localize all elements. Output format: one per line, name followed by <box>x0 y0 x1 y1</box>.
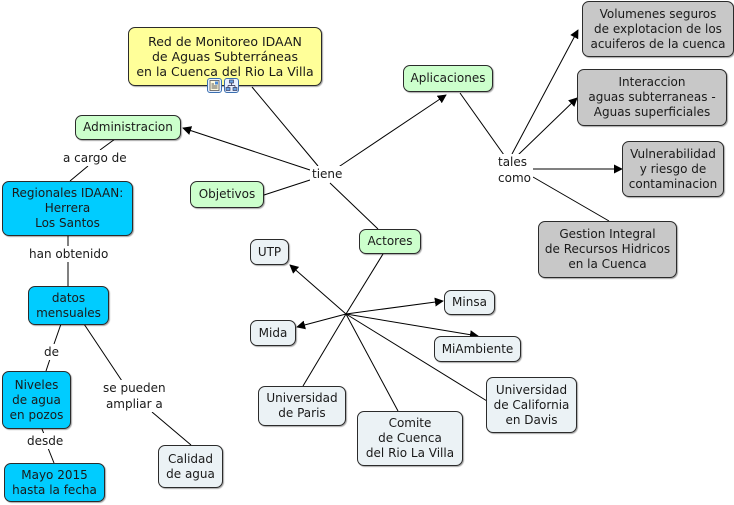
node-datos-label: datos mensuales <box>36 290 101 320</box>
edge-tiene-objetivos <box>263 179 311 196</box>
node-vulnerabilidad-label: Vulnerabilidad y riesgo de contaminacion <box>628 146 718 191</box>
node-comite-cuenca[interactable]: Comite de Cuenca del Rio La Villa <box>357 411 463 466</box>
edge-datos-sepueden <box>83 323 123 382</box>
linking-phrase-se-pueden-ampliar-a[interactable]: se pueden ampliar a <box>101 380 168 412</box>
linking-phrase-tiene[interactable]: tiene <box>310 166 345 182</box>
root-concept[interactable]: Red de Monitoreo IDAAN de Aguas Subterrá… <box>128 27 322 86</box>
node-aplicaciones-label: Aplicaciones <box>410 71 486 85</box>
node-miambiente[interactable]: MiAmbiente <box>434 336 521 362</box>
edge-aplicaciones-tales <box>459 92 505 156</box>
edge-desde-mayo <box>47 447 55 464</box>
node-mida[interactable]: Mida <box>250 320 296 346</box>
edge-tales-interaccion <box>517 97 578 156</box>
node-comite-label: Comite de Cuenca del Rio La Villa <box>365 416 455 460</box>
node-calidad-label: Calidad de agua <box>166 451 215 481</box>
edge-tiene-administracion <box>182 126 311 171</box>
node-utp[interactable]: UTP <box>250 239 289 265</box>
edge-datos-de <box>53 323 62 345</box>
edge-hub-paris <box>302 313 347 387</box>
node-universidad-paris[interactable]: Universidad de Paris <box>258 386 346 426</box>
node-minsa[interactable]: Minsa <box>444 290 495 315</box>
edge-tiene-actores <box>329 182 379 230</box>
edge-hub-mida <box>296 313 347 330</box>
node-actores[interactable]: Actores <box>359 229 421 254</box>
node-mayo-label: Mayo 2015 hasta la fecha <box>12 467 97 497</box>
edge-tiene-aplicaciones <box>336 94 447 169</box>
node-volumenes-label: Volumenes seguros de explotacion de los … <box>590 6 726 51</box>
node-objetivos-label: Objetivos <box>198 187 256 201</box>
node-mida-label: Mida <box>258 325 288 340</box>
node-aplicaciones[interactable]: Aplicaciones <box>403 65 493 92</box>
document-icon[interactable] <box>207 78 222 93</box>
root-concept-label: Red de Monitoreo IDAAN de Aguas Subterrá… <box>136 34 314 79</box>
node-universidad-california[interactable]: Universidad de California en Davis <box>486 377 577 433</box>
node-regionales-label: Regionales IDAAN: Herrera Los Santos <box>11 186 124 230</box>
node-minsa-label: Minsa <box>452 295 487 309</box>
edge-root-tiene <box>251 86 319 167</box>
node-paris-label: Universidad de Paris <box>266 391 338 420</box>
edge-de-niveles <box>45 358 51 372</box>
node-miambiente-label: MiAmbiente <box>441 341 514 356</box>
edge-hub-california <box>345 313 488 402</box>
node-regionales[interactable]: Regionales IDAAN: Herrera Los Santos <box>2 181 133 236</box>
node-objetivos[interactable]: Objetivos <box>190 181 264 208</box>
linking-phrase-tales-como[interactable]: tales como <box>496 154 533 186</box>
node-gestion-label: Gestion Integral de Recursos Hidricos en… <box>544 227 671 271</box>
edge-hub-comite <box>345 313 399 412</box>
linking-phrase-de[interactable]: de <box>42 344 61 360</box>
node-datos-mensuales[interactable]: datos mensuales <box>28 286 109 325</box>
node-interaccion-label: Interaccion aguas subterraneas - Aguas s… <box>588 75 716 119</box>
node-niveles-label: Niveles de agua en pozos <box>9 377 64 422</box>
node-utp-label: UTP <box>257 244 282 259</box>
node-california-label: Universidad de California en Davis <box>493 382 570 427</box>
edge-tales-gestion <box>532 176 610 222</box>
node-vulnerabilidad[interactable]: Vulnerabilidad y riesgo de contaminacion <box>622 141 724 197</box>
edge-hub-miambiente <box>345 313 479 340</box>
edge-admin-acargo <box>99 138 116 151</box>
linking-phrase-desde[interactable]: desde <box>25 433 66 449</box>
edge-sepueden-calidad <box>151 411 192 446</box>
edge-hub-utp <box>289 264 347 315</box>
node-volumenes[interactable]: Volumenes seguros de explotacion de los … <box>582 1 734 57</box>
node-gestion[interactable]: Gestion Integral de Recursos Hidricos en… <box>538 221 677 278</box>
node-niveles[interactable]: Niveles de agua en pozos <box>2 371 71 429</box>
linking-phrase-han-obtenido[interactable]: han obtenido <box>27 246 111 262</box>
edge-tales-volumenes <box>511 29 579 155</box>
node-administracion[interactable]: Administracion <box>75 115 181 140</box>
edge-actores-hub <box>345 253 384 315</box>
node-mayo-2015[interactable]: Mayo 2015 hasta la fecha <box>4 463 105 502</box>
linking-phrase-a-cargo-de[interactable]: a cargo de <box>61 150 129 166</box>
edge-hub-minsa <box>345 297 444 315</box>
concept-map-icon[interactable] <box>224 78 239 93</box>
node-actores-label: Actores <box>367 234 413 248</box>
node-interaccion[interactable]: Interaccion aguas subterraneas - Aguas s… <box>577 69 727 126</box>
edge-acargo-regionales <box>69 165 89 182</box>
node-calidad-agua[interactable]: Calidad de agua <box>158 445 223 488</box>
node-administracion-label: Administracion <box>83 120 173 134</box>
